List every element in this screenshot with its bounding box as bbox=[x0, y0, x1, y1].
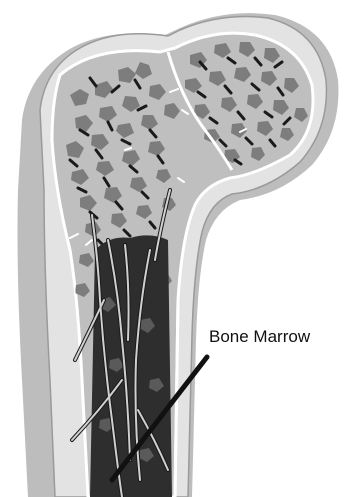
bone-marrow-label: Bone Marrow bbox=[209, 327, 310, 347]
